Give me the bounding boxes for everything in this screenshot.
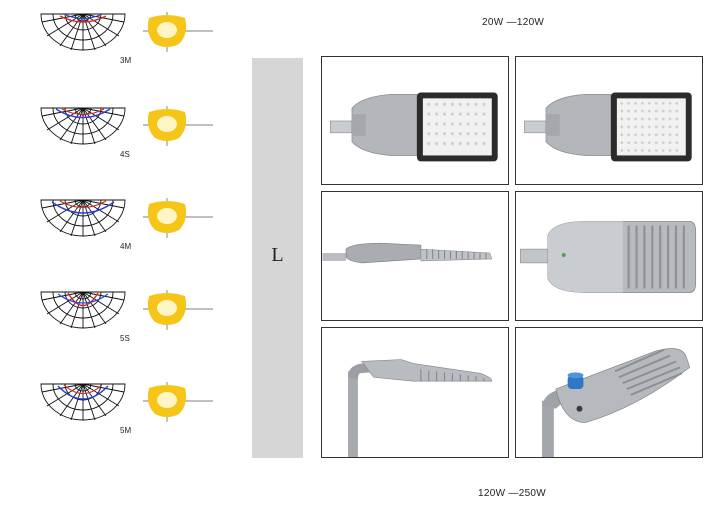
photo-front-view-large — [515, 56, 703, 185]
distribution-label: 3M — [120, 56, 132, 65]
distribution-label: 4S — [120, 150, 130, 159]
distribution-row-4s: 4S — [38, 104, 213, 164]
beam-pattern-icon — [143, 198, 213, 238]
distribution-row-4m: 4M — [38, 196, 213, 256]
distribution-label: 5S — [120, 334, 130, 343]
distribution-row-5m: 5M — [38, 380, 213, 440]
photo-side-on-pole — [321, 327, 509, 458]
photo-side-profile — [321, 191, 509, 321]
beam-pattern-icon — [143, 106, 213, 146]
model-letter: L — [271, 244, 284, 266]
photocell-sensor — [567, 375, 584, 390]
range-label-top: 20W —120W — [482, 17, 545, 28]
distribution-row-5s: 5S — [38, 288, 213, 348]
beam-pattern-icon — [143, 290, 213, 330]
polar-candela-diagram — [40, 107, 126, 145]
polar-candela-diagram — [40, 383, 126, 421]
distribution-label: 4M — [120, 242, 132, 251]
photo-perspective-with-sensor — [515, 327, 703, 458]
model-sidebar: L — [252, 58, 303, 458]
beam-pattern-icon — [143, 382, 213, 422]
distribution-label: 5M — [120, 426, 132, 435]
polar-candela-diagram — [40, 291, 126, 329]
polar-candela-diagram — [40, 13, 126, 51]
photo-front-view-small — [321, 56, 509, 185]
photo-top-view — [515, 191, 703, 321]
distribution-row-3m: 3M — [38, 10, 213, 70]
range-label-bottom: 120W —250W — [478, 488, 547, 499]
beam-pattern-icon — [143, 12, 213, 52]
polar-candela-diagram — [40, 199, 126, 237]
